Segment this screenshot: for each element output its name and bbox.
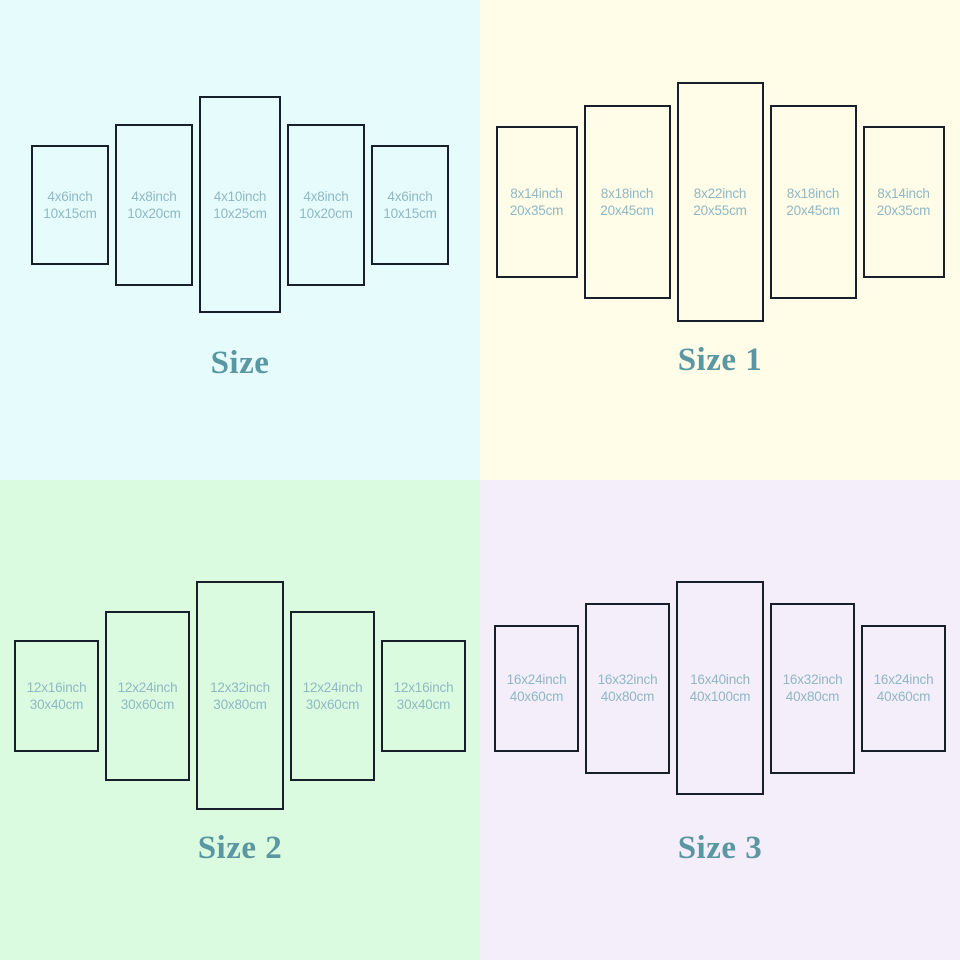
size-panel-inches: 12x24inch: [117, 679, 178, 695]
size-panel-cm: 40x80cm: [785, 689, 840, 704]
size-panel-inches: 4x6inch: [387, 188, 433, 204]
quadrant-title-size-3: Size 3: [677, 830, 763, 866]
size-panel-cm: 40x60cm: [876, 689, 931, 704]
size-panel-cm: 30x80cm: [213, 696, 267, 712]
size-panel-inches: 4x8inch: [303, 188, 349, 204]
size-panel-cm: 40x80cm: [600, 689, 655, 704]
panel-row-size-3: 16x24inch 40x60cm 16x32inch 40x80cm 16x40inc…: [480, 581, 960, 795]
size-panel-cm: 10x20cm: [127, 205, 181, 221]
size-panel-inches: 4x8inch: [131, 188, 177, 204]
size-panel[interactable]: 8x14inch 20x35cm: [862, 126, 945, 278]
size-panel-cm: 20x35cm: [876, 203, 931, 218]
size-panel[interactable]: 16x40inch 40x100cm: [676, 581, 764, 795]
size-panel[interactable]: 16x32inch 40x80cm: [770, 602, 855, 774]
size-panel-cm: 30x60cm: [305, 696, 360, 712]
size-panel-inches: 8x22inch: [693, 186, 747, 201]
size-panel-cm: 30x40cm: [396, 696, 451, 712]
size-panel-inches: 12x16inch: [26, 679, 87, 695]
size-panel-cm: 20x45cm: [600, 203, 654, 218]
size-panel[interactable]: 16x32inch 40x80cm: [585, 602, 670, 774]
size-panel-label: 16x24inch 40x60cm: [855, 671, 952, 705]
size-panel-inches: 16x32inch: [597, 672, 658, 687]
size-panel-cm: 10x15cm: [43, 205, 97, 221]
size-panel-label: 8x14inch 20x35cm: [857, 185, 951, 219]
quadrant-size-1: 8x14inch 20x35cm 8x18inch 20x45cm 8x22inch 20…: [480, 0, 960, 480]
size-panel-cm: 30x60cm: [120, 696, 175, 712]
size-panel-label: 16x40inch 40x100cm: [670, 671, 770, 705]
quadrant-size-3: 16x24inch 40x60cm 16x32inch 40x80cm 16x40inc…: [480, 480, 960, 960]
size-panel[interactable]: 8x18inch 20x45cm: [583, 105, 671, 299]
size-panel-inches: 12x16inch: [393, 679, 454, 695]
size-panel-cm: 10x20cm: [299, 205, 353, 221]
size-panel-label: 16x32inch 40x80cm: [764, 671, 861, 705]
size-panel-inches: 12x24inch: [302, 679, 363, 695]
size-panel[interactable]: 8x18inch 20x45cm: [769, 105, 857, 299]
size-panel-inches: 16x24inch: [506, 672, 567, 687]
size-panel-inches: 8x18inch: [786, 186, 840, 201]
size-panel-inches: 16x24inch: [873, 672, 934, 687]
size-panel-cm: 10x25cm: [213, 205, 267, 221]
size-panel-inches: 4x6inch: [47, 188, 93, 204]
size-panel-inches: 16x32inch: [782, 672, 843, 687]
size-panel[interactable]: 8x14inch 20x35cm: [495, 126, 578, 278]
size-panel-label: 8x22inch 20x55cm: [671, 185, 770, 219]
size-panel-cm: 20x55cm: [693, 203, 747, 218]
size-panel-label: 8x18inch 20x45cm: [764, 185, 863, 219]
panel-row-size-1: 8x14inch 20x35cm 8x18inch 20x45cm 8x22inch 20…: [480, 82, 960, 322]
size-panel-inches: 8x14inch: [510, 186, 563, 201]
size-panel-cm: 20x45cm: [786, 203, 840, 218]
size-panel-inches: 8x18inch: [600, 186, 654, 201]
size-panel[interactable]: 16x24inch 40x60cm: [494, 624, 579, 752]
size-panel-inches: 8x14inch: [877, 186, 930, 201]
size-panel-inches: 4x10inch: [213, 188, 267, 204]
quadrant-title-size-2: Size 2: [197, 830, 283, 866]
size-panel[interactable]: 16x24inch 40x60cm: [861, 624, 946, 752]
size-panel[interactable]: 8x22inch 20x55cm: [676, 82, 764, 322]
size-panel-cm: 10x15cm: [383, 205, 437, 221]
size-panel-cm: 40x100cm: [689, 689, 751, 704]
size-panel-cm: 30x40cm: [29, 696, 84, 712]
quadrant-title-size-1: Size 1: [677, 342, 763, 378]
size-panel-label: 8x14inch 20x35cm: [490, 185, 584, 219]
size-panel-inches: 12x32inch: [210, 679, 270, 695]
size-panel-label: 8x18inch 20x45cm: [578, 185, 677, 219]
size-panel-label: 16x32inch 40x80cm: [579, 671, 676, 705]
size-panel-label: 16x24inch 40x60cm: [488, 671, 585, 705]
size-panel-cm: 40x60cm: [509, 689, 564, 704]
quadrant-title-size: Size: [210, 345, 270, 381]
size-panel-cm: 20x35cm: [509, 203, 564, 218]
size-panel-inches: 16x40inch: [690, 672, 750, 687]
